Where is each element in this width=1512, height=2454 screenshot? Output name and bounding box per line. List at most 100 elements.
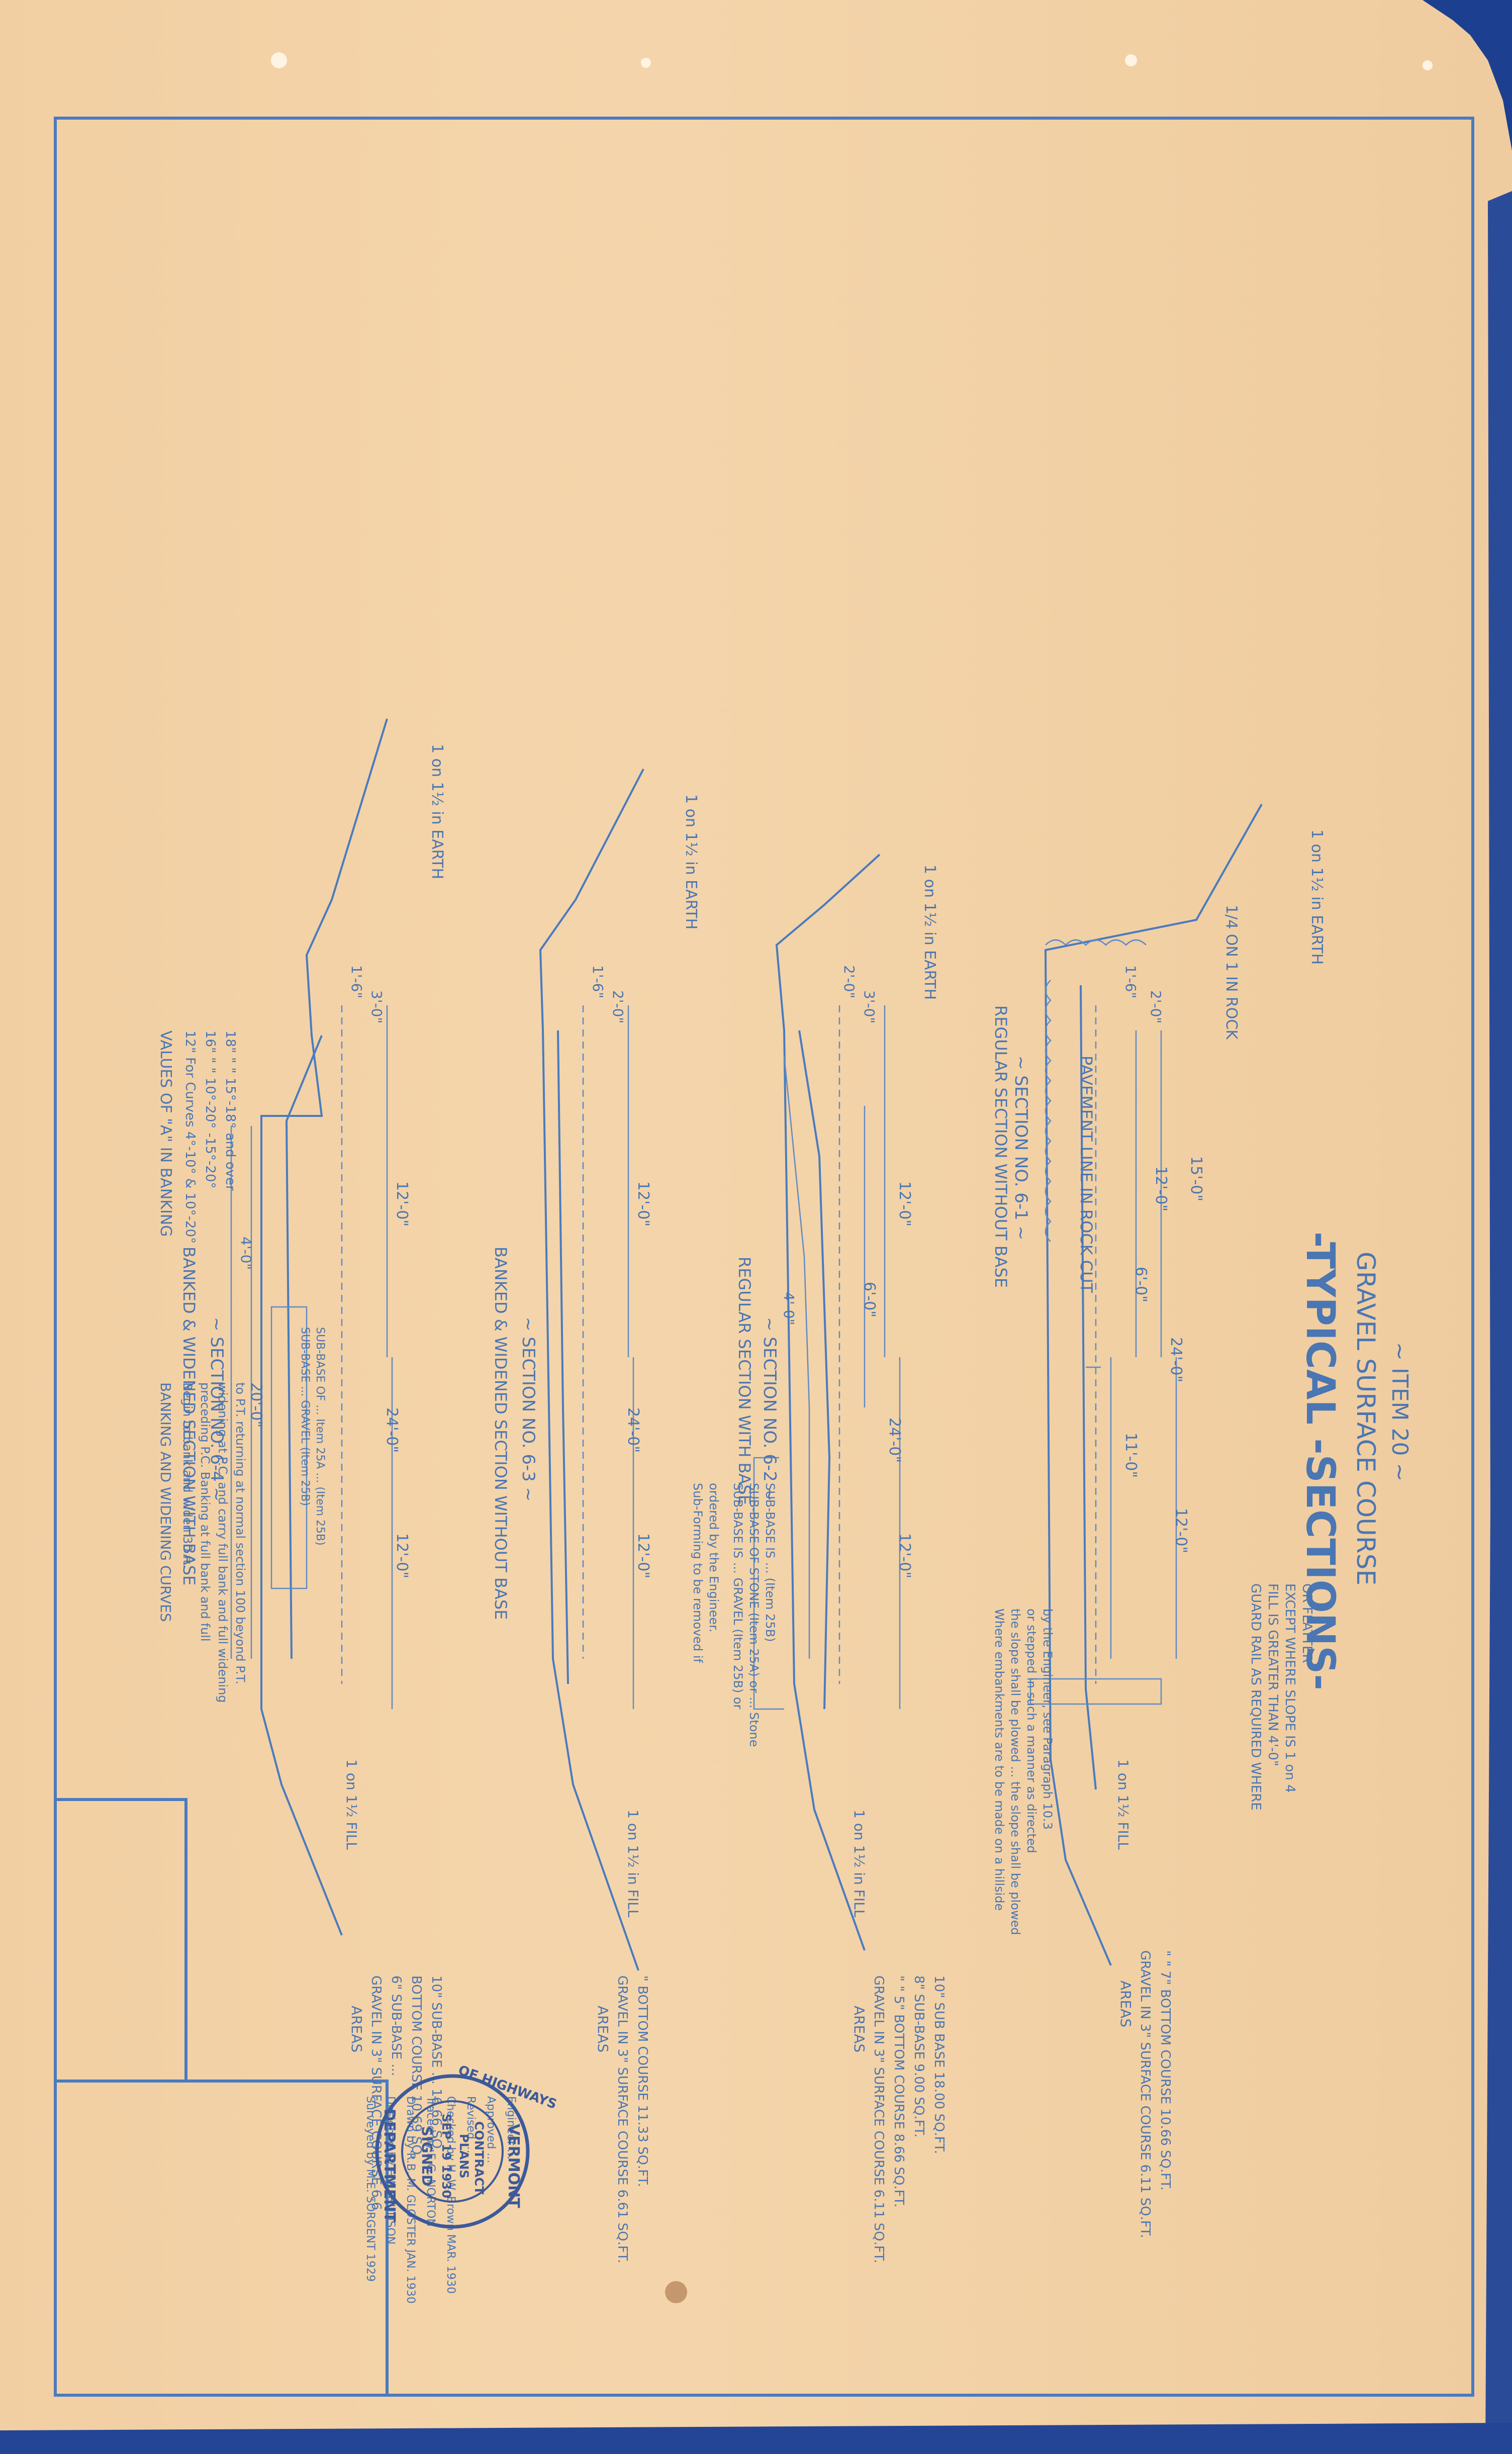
s4-half-b: 12'-0" (393, 1533, 411, 1578)
svg-text:GRAVEL IN 3" SURFACE COURSE 6: GRAVEL IN 3" SURFACE COURSE 6.61 SQ.FT. (615, 1975, 630, 2263)
sub-title: GRAVEL SURFACE COURSE (1351, 1252, 1380, 1585)
title-block: Surveyed by M.E. SORGENT 1929 Designed b… (364, 2096, 517, 2304)
s2-half: 12'-0" (896, 1181, 913, 1226)
s4-values: VALUES OF "A" IN BANKING 12" For Curves … (157, 1030, 238, 1244)
svg-text:Checked by H. W. Brown MAR.: Checked by H. W. Brown MAR. 1930 (444, 2096, 457, 2294)
s4-base-note: SUB-BASE ... GRAVEL (Item 25B) SUB-BASE … (299, 1327, 326, 1546)
s4-ditch: 1'-6" (348, 965, 365, 998)
svg-text:SUB-BASE ... GRAVEL (Item 25B): SUB-BASE ... GRAVEL (Item 25B) (299, 1327, 311, 1506)
s2-forming-note: Sub-Forming to be removed if ordered by … (691, 1483, 721, 1663)
s2-half-b: 12'-0" (896, 1533, 913, 1578)
svg-text:10" SUB-BASE ... 16.66 SQ.: 10" SUB-BASE ... 16.66 SQ. (429, 1975, 444, 2153)
section-6-4-surface (285, 1035, 323, 1659)
svg-text:SUB-BASE OF STONE (Item 25A) o: SUB-BASE OF STONE (Item 25A) or ... Ston… (747, 1483, 761, 1747)
s1-lane-c: 12'-0" (1172, 1508, 1190, 1553)
section-6-1-profile (1044, 804, 1263, 1966)
s3-ditch: 1'-6" (590, 965, 606, 998)
svg-text:Where embankments are to be ma: Where embankments are to be made on a hi… (992, 1609, 1006, 1911)
s4-total: 24'-0" (383, 1407, 401, 1453)
sheet-border (54, 117, 1474, 2397)
svg-text:SEP 19 1930: SEP 19 1930 (439, 2114, 453, 2198)
s4-slope-top: 1 on 1½ in EARTH (428, 744, 446, 879)
svg-text:GRAVEL IN 3" SURFACE COURSE 6: GRAVEL IN 3" SURFACE COURSE 6.11 SQ.FT. (871, 1975, 886, 2263)
s4-depth: 3'-0" (368, 990, 385, 1023)
s3-total: 24'-0" (624, 1407, 642, 1453)
bottom-edge (0, 2423, 1512, 2454)
svg-text:GRAVEL IN 3" SURFACE COURSE 6: GRAVEL IN 3" SURFACE COURSE 6.11 SQ.FT. (1138, 1950, 1153, 2238)
s1-lane-b: 12'-0" (1152, 1166, 1170, 1211)
s1-rock-note: PAVEMENT LINE IN ROCK CUT (1077, 1056, 1096, 1293)
svg-text:" " 5" BOTTOM COURSE 8.66 S: " " 5" BOTTOM COURSE 8.66 SQ.FT. (891, 1975, 906, 2207)
svg-text:6" SUB-BASE ...: 6" SUB-BASE ... (389, 1975, 404, 2076)
item-label: ~ ITEM 20 ~ (1387, 1342, 1412, 1481)
svg-text:" BOTTOM COURSE 11.33 SQ.FT: " BOTTOM COURSE 11.33 SQ.FT. (635, 1975, 650, 2187)
s1-shoulder: 15'-0" (1187, 1156, 1205, 1201)
svg-text:16" " " 10°-20° -15°-2: 16" " " 10°-20° -15°-20° (203, 1030, 218, 1189)
svg-text:OR FLATTER: OR FLATTER (1299, 1583, 1314, 1663)
s2-label: ~ SECTION NO. 6-2 ~ (760, 1317, 780, 1501)
s3-label: ~ SECTION NO. 6-3 ~ (518, 1317, 538, 1501)
s2-areas: AREAS GRAVEL IN 3" SURFACE COURSE 6.11 S… (851, 1975, 947, 2263)
punch-hole (1125, 54, 1137, 66)
section-6-2-surface (798, 1030, 831, 1710)
s4-label: ~ SECTION NO. 6-4 ~ (207, 1317, 227, 1501)
s1-areas: AREAS GRAVEL IN 3" SURFACE COURSE 6.11 S… (1117, 1950, 1173, 2238)
svg-text:AREAS: AREAS (595, 2006, 611, 2052)
s4-banking: BANKING AND WIDENING CURVES Begin to ban… (157, 1382, 247, 1703)
svg-text:VALUES OF "A" IN BANKING: VALUES OF "A" IN BANKING (157, 1030, 174, 1237)
section-6-2-profile (775, 854, 881, 1951)
s3-caption: BANKED & WIDENED SECTION WITHOUT BASE (491, 1247, 510, 1620)
svg-text:widening at P.C. and carry ful: widening at P.C. and carry full bank and… (216, 1382, 230, 1703)
section-6-2: 1 on 1½ in EARTH 2'-0" 3'-0" 12'-0" 6'-0… (691, 854, 947, 2263)
svg-text:Designed by H.N. HUDSON: Designed by H.N. HUDSON (384, 2096, 397, 2244)
s2-ditch: 2'-0" (841, 965, 858, 998)
rock-hatching (1045, 939, 1147, 1242)
svg-text:SIGNED: SIGNED (419, 2126, 435, 2186)
torn-edge-right (1485, 191, 1512, 2454)
svg-text:BANKING AND WIDENING CURVES: BANKING AND WIDENING CURVES (157, 1382, 174, 1622)
svg-text:GUARD RAIL AS REQUIRED WHERE: GUARD RAIL AS REQUIRED WHERE (1248, 1583, 1263, 1811)
s2-lane: 6'-0" (861, 1282, 878, 1317)
svg-text:BOTTOM COURSE 10.69 SQ.: BOTTOM COURSE 10.69 SQ. (409, 1975, 424, 2159)
main-title: -TYPICAL -SECTIONS- (1297, 1232, 1343, 1690)
s4-half: 12'-0" (393, 1181, 411, 1226)
title-group: -TYPICAL -SECTIONS- GRAVEL SURFACE COURS… (1297, 1232, 1412, 1690)
svg-text:SUB-BASE IS ... GRAVEL (Item 2: SUB-BASE IS ... GRAVEL (Item 25B) or (731, 1483, 745, 1710)
svg-text:Drawn by R.B. M. GLOSTER JAN: Drawn by R.B. M. GLOSTER JAN. 1930 (404, 2096, 417, 2304)
section-6-3-profile (539, 769, 644, 1971)
title-block-frame (54, 2080, 389, 2397)
s2-side: 4'-0" (781, 1292, 797, 1325)
svg-text:CONTRACT: CONTRACT (472, 2121, 486, 2195)
s2-slope-top: 1 on 1½ in EARTH (921, 865, 938, 1000)
s2-caption: REGULAR SECTION WITH BASE (735, 1257, 754, 1505)
svg-text:18" " " 15°-18° and ov: 18" " " 15°-18° and over (223, 1030, 238, 1191)
torn-edge-top (1423, 0, 1512, 151)
svg-text:Surveyed by M.E. SORGENT 192: Surveyed by M.E. SORGENT 1929 (364, 2096, 376, 2282)
svg-text:AREAS: AREAS (851, 2006, 868, 2052)
svg-text:SUB-BASE OF ... Item 25A ... (: SUB-BASE OF ... Item 25A ... (Item 25B) (314, 1327, 326, 1546)
svg-text:ordered by the Engineer.: ordered by the Engineer. (707, 1483, 721, 1633)
svg-text:EXCEPT WHERE SLOPE IS 1 on 4: EXCEPT WHERE SLOPE IS 1 on 4 (1282, 1583, 1297, 1793)
svg-text:12" For Curves 4°-10° & 10°-: 12" For Curves 4°-10° & 10°-20° (182, 1030, 198, 1244)
s2-total: 24'-0" (886, 1418, 903, 1463)
s3-depth: 2'-0" (610, 990, 626, 1023)
s3-fill-slope: 1 on 1½ in FILL (625, 1810, 641, 1918)
section-6-1-surface (1080, 985, 1097, 1790)
s3-areas: AREAS GRAVEL IN 3" SURFACE COURSE 6.61 S… (595, 1975, 650, 2263)
section-6-4-profile (260, 718, 388, 1936)
svg-text:AREAS: AREAS (1117, 1980, 1134, 2027)
section-6-3: 1 on 1½ in EARTH 1'-6" 2'-0" 12'-0" 24'-… (491, 769, 700, 2263)
svg-text:Approved ...: Approved ... (485, 2096, 497, 2163)
s1-slope-rock: 1/4 ON 1 IN ROCK (1222, 905, 1240, 1040)
svg-text:Traced by E.G. NORTON: Traced by E.G. NORTON (424, 2096, 437, 2227)
svg-text:VERMONT: VERMONT (505, 2124, 522, 2208)
s1-half: 11'-0" (1122, 1433, 1140, 1478)
svg-text:AREAS: AREAS (348, 2006, 365, 2052)
punch-hole (271, 52, 287, 68)
s1-ditch: 1'-6" (1122, 965, 1139, 998)
svg-text:or stepped in such a manner as: or stepped in such a manner as directed (1024, 1609, 1038, 1853)
s2-depth: 3'-0" (861, 990, 878, 1023)
s1-lane: 6'-0" (1132, 1267, 1150, 1302)
